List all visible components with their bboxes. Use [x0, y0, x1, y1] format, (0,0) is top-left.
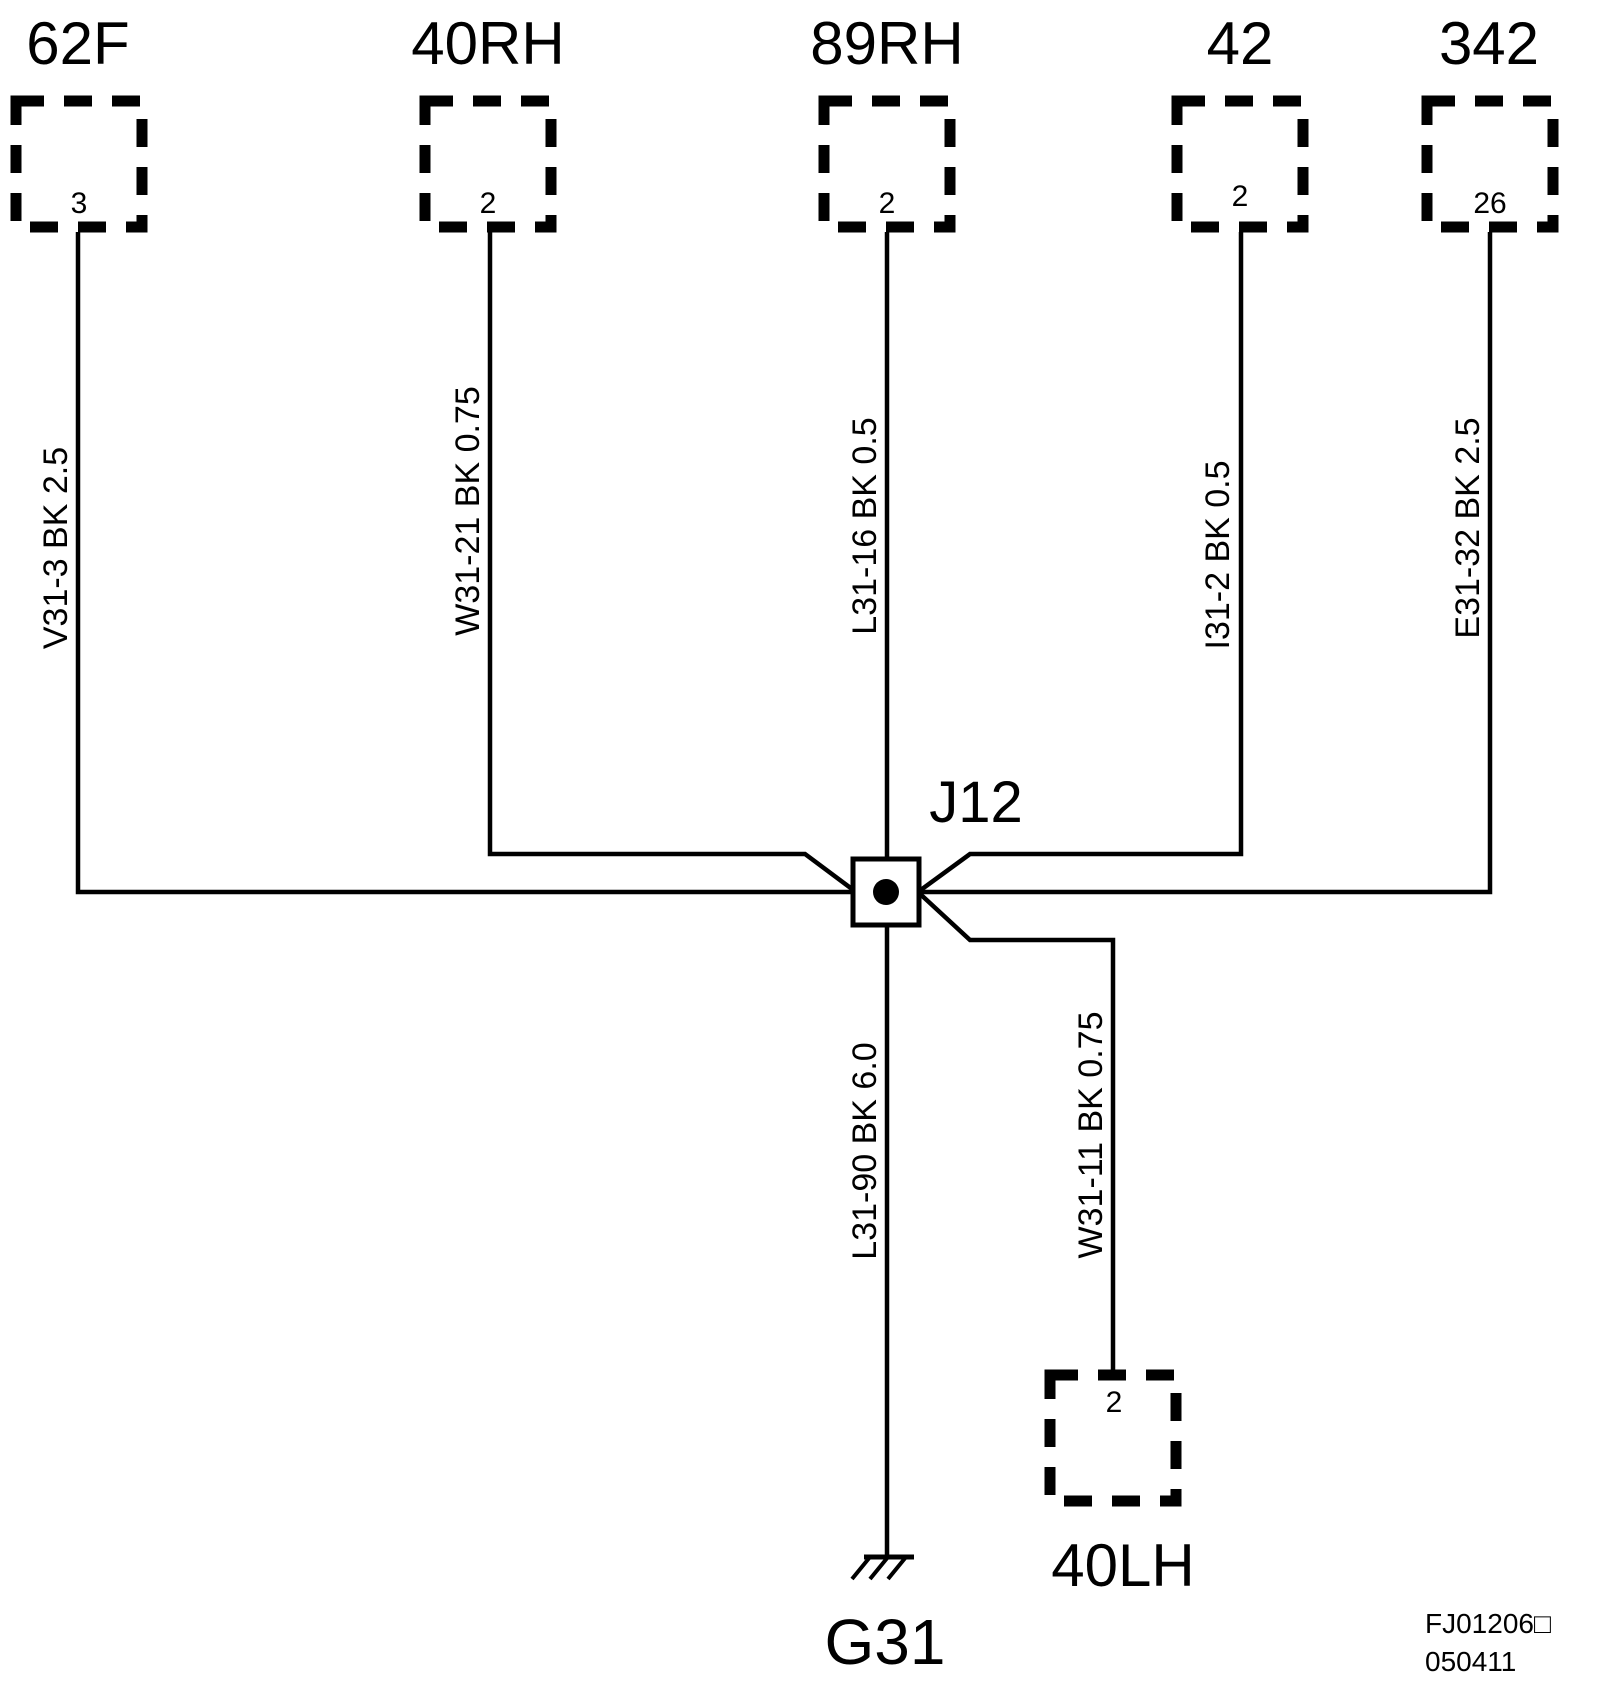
connector-name: 42 [1207, 10, 1274, 77]
wire-42[interactable] [916, 232, 1244, 894]
connector-40lh[interactable]: 2 40LH [1044, 1369, 1195, 1599]
junction-j12[interactable]: J12 [850, 770, 1023, 928]
drawing-number: FJ01206□ [1425, 1608, 1551, 1639]
connector-40rh[interactable]: 40RH 2 [411, 10, 565, 233]
wire-label-g31: L31-90 BK 6.0 [846, 1042, 884, 1259]
wire-40rh[interactable] [487, 232, 858, 894]
connector-box [1421, 95, 1559, 233]
connector-box [419, 95, 557, 233]
connector-89rh[interactable]: 89RH 2 [810, 10, 964, 233]
wire-label-89rh: L31-16 BK 0.5 [846, 417, 884, 634]
connector-box [1171, 95, 1309, 233]
wire-label-62f: V31-3 BK 2.5 [37, 447, 75, 649]
wire-62f[interactable] [75, 232, 856, 895]
wire-label-342: E31-32 BK 2.5 [1449, 417, 1487, 638]
connector-342[interactable]: 342 26 [1421, 10, 1559, 233]
connector-pin: 2 [1106, 1386, 1123, 1419]
wire-342[interactable] [918, 232, 1493, 895]
connector-name: 40RH [411, 10, 564, 77]
wire-label-40rh: W31-21 BK 0.75 [449, 386, 487, 635]
connector-pin: 3 [71, 187, 88, 220]
connector-pin: 2 [480, 187, 497, 220]
junction-dot [873, 879, 899, 905]
ground-g31[interactable]: G31 [825, 1554, 946, 1678]
connector-pin: 26 [1473, 187, 1506, 220]
wire-label-42: I31-2 BK 0.5 [1199, 460, 1237, 649]
connector-62f[interactable]: 62F 3 [10, 10, 148, 233]
ground-label: G31 [825, 1606, 946, 1678]
drawing-date: 050411 [1425, 1646, 1516, 1677]
ground-hatch [850, 1555, 908, 1581]
connector-pin: 2 [879, 187, 896, 220]
connector-42[interactable]: 42 2 [1171, 10, 1309, 233]
drawing-code: FJ01206□ 050411 [1425, 1608, 1551, 1677]
connector-box [818, 95, 956, 233]
wire-label-40lh: W31-11 BK 0.75 [1072, 1012, 1110, 1259]
connector-name: 89RH [810, 10, 963, 77]
connector-pin: 2 [1232, 180, 1249, 213]
connector-name: 40LH [1051, 1532, 1194, 1599]
connector-box [10, 95, 148, 233]
connector-name: 342 [1439, 10, 1539, 77]
connector-name: 62F [26, 10, 129, 77]
wire-40lh[interactable] [916, 890, 1116, 1375]
junction-label: J12 [929, 770, 1023, 835]
